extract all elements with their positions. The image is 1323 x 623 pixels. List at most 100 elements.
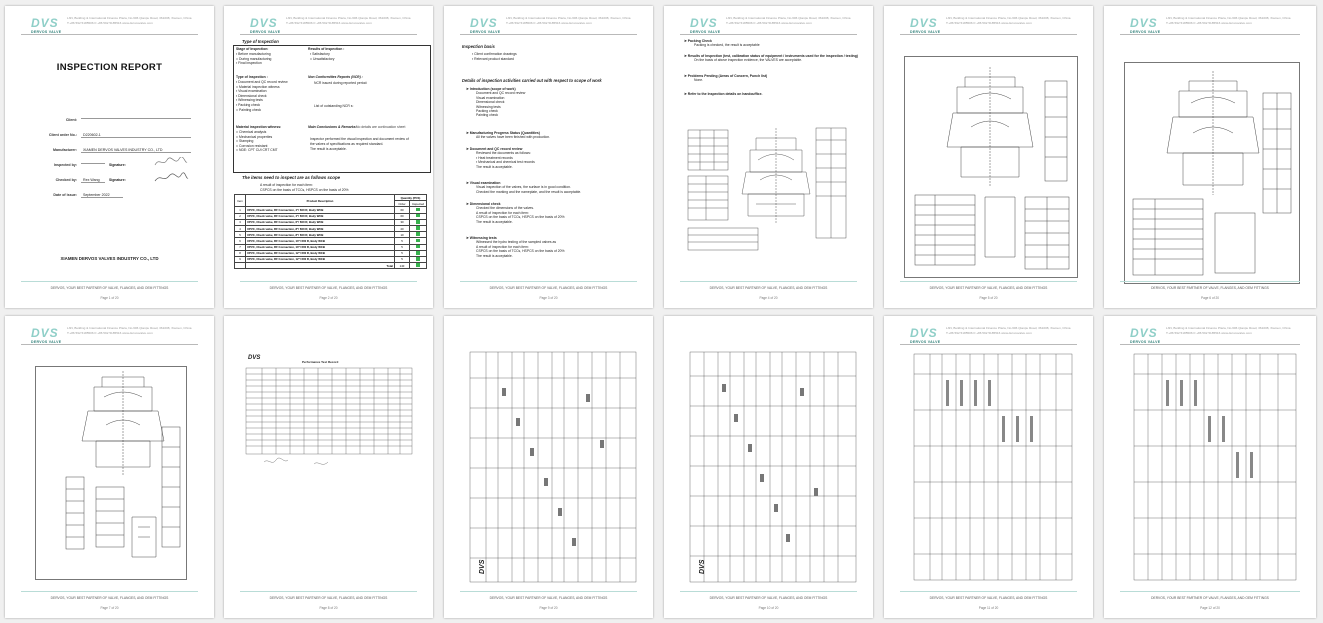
rotated-test-record-scan: DVS: [684, 348, 862, 586]
section-witnessing: ➤ Witnessing tests Witnessed the hydro t…: [466, 236, 565, 258]
header-address: L3N, Building & International Finance Pl…: [946, 326, 1071, 335]
inspection-box: [233, 45, 431, 173]
inspected-mark-icon: [416, 207, 420, 212]
page-number: Page 7 of 20: [100, 606, 119, 610]
material-list: □ Chemical analysis □ Mechanical propert…: [236, 130, 278, 153]
inspector-signature: [154, 157, 188, 166]
valve-drawing-image: [1124, 62, 1300, 284]
inspected-mark-icon: [416, 232, 420, 236]
header-address: L3N, Building & International Finance Pl…: [506, 16, 631, 25]
footer-rule: [900, 281, 1077, 282]
footer-slogan: DERVOS, YOUR BEST PARTNER OF VALVE, FLAN…: [709, 596, 828, 600]
page-10[interactable]: DVS DERVOS, YOUR BEST PARTNER OF VALVE, …: [664, 316, 873, 618]
footer-slogan: DERVOS, YOUR BEST PARTNER OF VALVE, FLAN…: [269, 596, 388, 600]
valve-drawing-image: [686, 120, 852, 256]
checker-signature: [154, 172, 189, 182]
header-rule: [680, 34, 857, 35]
section-visual: ➤ Visual examination Visual inspection o…: [466, 181, 582, 194]
page-number: Page 9 of 20: [539, 606, 558, 610]
section-document-review: ➤ Document and QC record review Reviewed…: [466, 147, 535, 169]
footer-slogan: DERVOS, YOUR BEST PARTNER OF VALVE, FLAN…: [489, 596, 608, 600]
footer-rule: [240, 591, 417, 592]
footer-rule: [240, 281, 417, 282]
type-heading: Type of Inspection: [242, 39, 279, 44]
footer-rule: [1120, 281, 1300, 282]
header-address: L3N, Building & International Finance Pl…: [286, 16, 411, 25]
rotated-inspection-record-scan: [910, 350, 1076, 584]
type-list: ▪ Document and QC record review □ Materi…: [236, 80, 288, 112]
footer-slogan: DERVOS, YOUR BEST PARTNER OF VALVE, FLAN…: [50, 286, 169, 290]
rotated-inspection-record-scan: [1130, 350, 1300, 584]
footer-rule: [680, 281, 857, 282]
footer-slogan: DERVOS, YOUR BEST PARTNER OF VALVE, FLAN…: [1151, 596, 1269, 600]
footer-slogan: DERVOS, YOUR BEST PARTNER OF VALVE, FLAN…: [929, 596, 1048, 600]
header-address: L3N, Building & International Finance Pl…: [1166, 16, 1291, 25]
inspected-mark-icon: [416, 251, 420, 255]
scope-table: Item Product Description Quantity (PCS) …: [234, 193, 427, 270]
scope-heading: The items need to inspect are as follows…: [242, 175, 341, 180]
footer-rule: [21, 281, 198, 282]
header-address: L3N, Building & International Finance Pl…: [1166, 326, 1291, 335]
page-number: Page 2 of 20: [319, 296, 338, 300]
header-address: L3N, Building & International Finance Pl…: [946, 16, 1071, 25]
page-number: Page 6 of 20: [1200, 296, 1220, 300]
page-number: Page 3 of 20: [539, 296, 558, 300]
footer-slogan: DERVOS, YOUR BEST PARTNER OF VALVE, FLAN…: [269, 286, 388, 290]
page-number: Page 10 of 20: [758, 606, 779, 610]
header-rule: [1120, 34, 1300, 35]
inspected-mark-icon: [416, 238, 420, 243]
page-number: Page 1 of 20: [100, 296, 119, 300]
footer-rule: [460, 281, 637, 282]
page-number: Page 5 of 20: [979, 296, 998, 300]
inspected-mark-icon: [416, 263, 420, 267]
footer-rule: [900, 591, 1077, 592]
footer-rule: [1120, 591, 1300, 592]
valve-drawing-image: [35, 366, 187, 580]
header-address: L3N, Building & International Finance Pl…: [67, 326, 192, 335]
stage-list: ▪ Before manufacturing □ During manufact…: [236, 52, 272, 66]
header-rule: [900, 34, 1077, 35]
valve-drawing-image: [904, 56, 1078, 278]
page-9[interactable]: DVS DERVOS, YOUR BEST PARTNER OF VALVE, …: [444, 316, 653, 618]
footer-rule: [21, 591, 198, 592]
inspected-mark-icon: [416, 244, 420, 249]
header-address: L3N, Building & International Finance Pl…: [726, 16, 851, 25]
page-number: Page 8 of 20: [319, 606, 338, 610]
result-list: ▪ Satisfactory □ Unsatisfactory: [310, 52, 335, 61]
svg-text:DVS: DVS: [479, 559, 486, 574]
report-title: INSPECTION REPORT: [56, 62, 163, 73]
page-number: Page 11 of 20: [978, 606, 999, 610]
page-number: Page 12 of 20: [1200, 606, 1220, 610]
header-rule: [240, 34, 417, 35]
page-8[interactable]: DVS Performance Test Record DERVOS, YOUR…: [224, 316, 433, 618]
company-name: XIAMEN DERVOS VALVES INDUSTRY CO., LTD: [60, 256, 159, 261]
section-progress: ➤ Manufacturing Progress Status (Quantit…: [466, 131, 551, 140]
footer-rule: [460, 591, 637, 592]
